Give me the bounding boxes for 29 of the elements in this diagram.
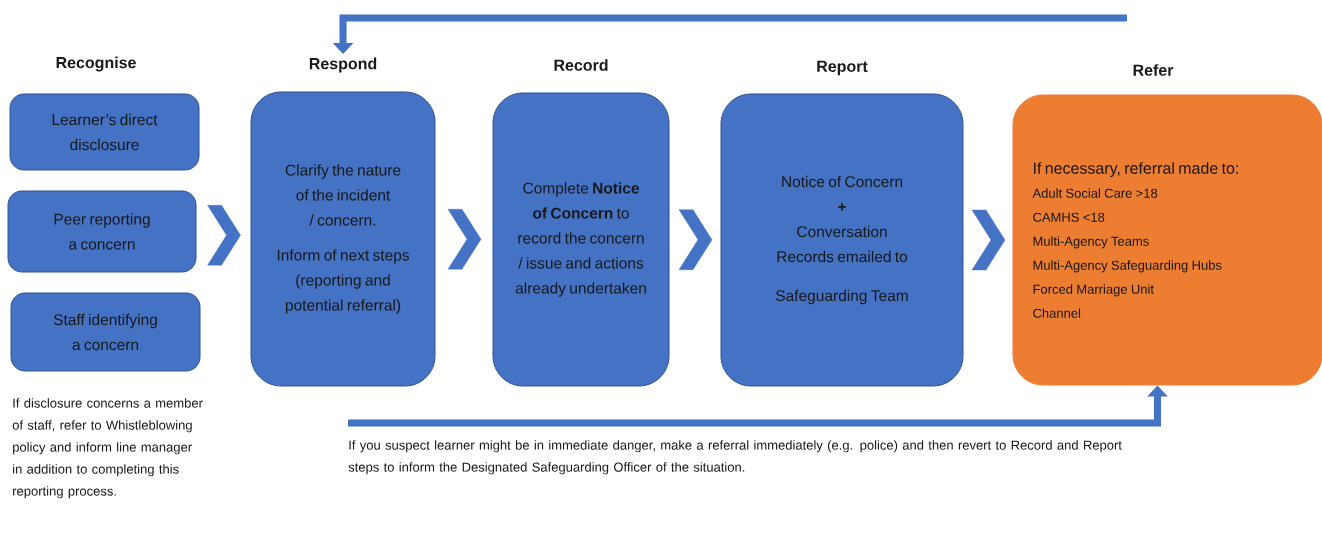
chevron-arrow <box>678 209 713 270</box>
node-label: Notice of Concern <box>782 175 903 188</box>
chevron-arrow <box>207 205 241 266</box>
step-heading: Report <box>817 60 868 76</box>
chevron-arrow <box>971 209 1006 271</box>
node-label: Safeguarding Team <box>775 289 908 305</box>
node-label: Multi-Agency Safeguarding Hubs <box>1033 260 1222 273</box>
chevron-arrow <box>447 209 482 270</box>
column-heading: Recognise <box>56 56 136 72</box>
node-label: Adult Social Care >18 <box>1032 188 1158 198</box>
node-label: Forced Marriage Unit <box>1033 284 1154 297</box>
note-text: If you suspect learner might be in immediate danger, make a referral immediately (e.g. police) and then revert to Record and Report steps to inform the Designated Safeguarding Officer of the situation. <box>348 440 1122 475</box>
note-text: If disclosure concerns a member of staff, refer to Whistleblowing policy and inform line manager in addition to completing this reporting process. <box>12 398 203 499</box>
source-box: Learner’s direct disclosure <box>9 93 200 171</box>
referral-box: If necessary, referral made to: Adult Social Care >18 CAMHS <18 Multi-Agency Teams Multi-Agency Safeguarding Hubs Forced Marriage Unit Channel <box>1012 94 1322 386</box>
step-heading: Record <box>554 59 608 71</box>
node-label: Channel <box>1033 308 1081 318</box>
process-box: Notice of Concern + Conversation Records emailed to Safeguarding Team <box>720 93 964 387</box>
source-box: Peer reporting a concern <box>7 190 197 273</box>
source-box: Staff identifying a concern <box>10 292 201 372</box>
process-box: Complete Notice of Concern to record the concern / issue and actions already undertaken <box>492 92 670 387</box>
step-heading: Respond <box>309 57 377 73</box>
node-label: Multi-Agency Teams <box>1033 236 1149 249</box>
process-box: Clarify the nature of the incident / concern. Inform of next steps (reporting and potential referral) <box>250 91 436 387</box>
step-heading: Refer <box>1133 64 1174 76</box>
node-label: CAMHS <18 <box>1033 212 1105 222</box>
node-label: If necessary, referral made to: <box>1033 162 1238 178</box>
node-label: Conversation Records emailed to <box>777 225 908 263</box>
node-label: + <box>838 202 846 211</box>
